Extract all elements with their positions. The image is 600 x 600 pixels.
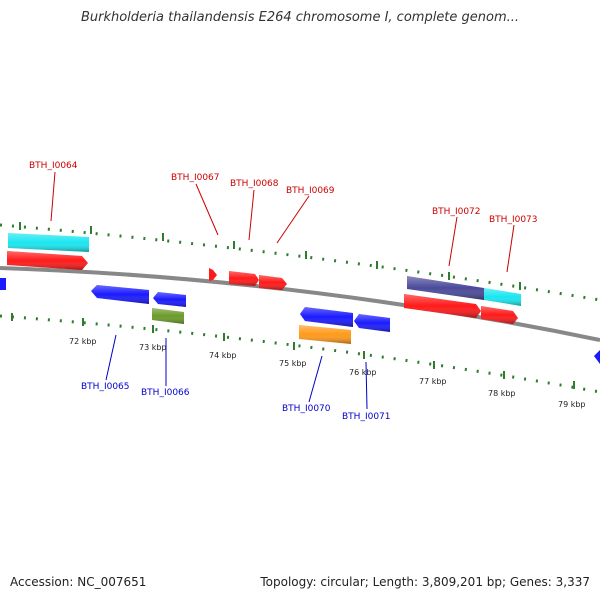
gene-label-0071[interactable]: BTH_I0071 (342, 412, 391, 422)
gene-label-0066[interactable]: BTH_I0066 (141, 388, 190, 398)
scale-label-73: 73 kbp (139, 343, 167, 352)
scale-label-74: 74 kbp (209, 351, 237, 360)
reverse-genes (91, 285, 390, 344)
reverse-leaders (105, 334, 368, 410)
gene-label-0068[interactable]: BTH_I0068 (230, 179, 279, 189)
scale-label-76: 76 kbp (349, 368, 377, 377)
scale-labels: 72 kbp 73 kbp 74 kbp 75 kbp 76 kbp 77 kb… (69, 337, 586, 409)
scale-label-75: 75 kbp (279, 359, 307, 368)
gene-label-0072[interactable]: BTH_I0072 (432, 207, 481, 217)
gene-arrow-edge-left (0, 278, 6, 290)
gene-arrow-edge-right (594, 350, 600, 364)
forward-leaders (50, 171, 515, 273)
gene-label-0070[interactable]: BTH_I0070 (282, 404, 331, 414)
genome-summary-text: Topology: circular; Length: 3,809,201 bp… (260, 575, 590, 589)
map-title: Burkholderia thailandensis E264 chromoso… (80, 10, 520, 25)
scale-label-77: 77 kbp (419, 377, 447, 386)
gene-label-0065[interactable]: BTH_I0065 (81, 382, 130, 392)
gene-label-0064[interactable]: BTH_I0064 (29, 161, 78, 171)
forward-labels: BTH_I0064 BTH_I0067 BTH_I0068 BTH_I0069 … (29, 161, 538, 225)
chromosome-backbone (0, 266, 600, 342)
reverse-labels: BTH_I0065 BTH_I0066 BTH_I0070 BTH_I0071 (81, 382, 391, 422)
scale-label-79: 79 kbp (558, 400, 586, 409)
gene-label-0067[interactable]: BTH_I0067 (171, 173, 220, 183)
gene-label-0073[interactable]: BTH_I0073 (489, 215, 538, 225)
upper-tick-track (0, 222, 600, 302)
forward-genes (7, 233, 521, 324)
scale-label-78: 78 kbp (488, 389, 516, 398)
gene-label-0069[interactable]: BTH_I0069 (286, 186, 335, 196)
accession-text: Accession: NC_007651 (10, 575, 147, 589)
scale-label-72: 72 kbp (69, 337, 97, 346)
lower-tick-track (0, 313, 600, 394)
gene-arrow-red-0067 (209, 268, 217, 281)
